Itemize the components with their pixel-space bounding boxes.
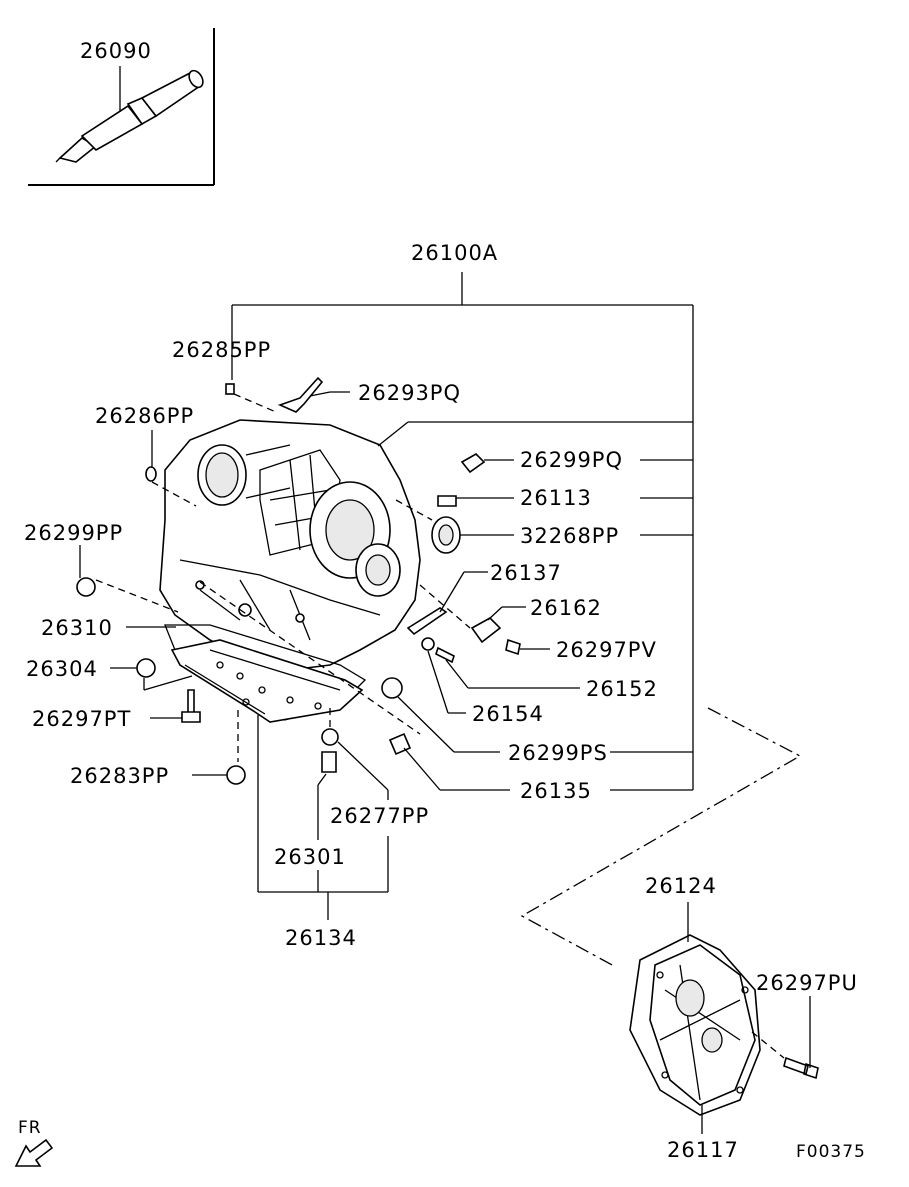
seal-26304 [136,658,156,678]
clip-26113 [437,495,457,507]
label-26283PP: 26283PP [70,764,169,788]
oring-26286PP [145,466,157,482]
alignment-lines [95,393,802,1059]
label-26299PP: 26299PP [24,521,123,545]
pin-26152 [435,646,455,664]
label-26124: 26124 [645,874,717,898]
sealant-tube-drawing [55,69,204,163]
bolt-26297PT [181,689,201,723]
label-26297PT: 26297PT [32,707,131,731]
inset-frame [28,28,215,186]
small-parts [76,376,521,785]
side-cover-drawing [629,934,819,1116]
transmission-case-drawing [159,419,421,671]
plug-26283PP [226,765,246,785]
oil-pan-drawing [164,624,367,723]
label-26299PQ: 26299PQ [520,448,623,472]
plug-26299PS [381,677,403,699]
label-26310: 26310 [41,616,113,640]
plate-26162 [470,617,502,644]
diagram-id: F00375 [796,1142,866,1162]
bolt-26297PV [505,638,521,656]
washer-26277PP [321,728,339,746]
label-26152: 26152 [586,677,658,701]
label-26137: 26137 [490,561,562,585]
label-26299PS: 26299PS [508,741,608,765]
label-26134: 26134 [285,926,357,950]
label-32268PP: 32268PP [520,524,619,548]
label-26277PP: 26277PP [330,804,429,828]
bracket-26137 [406,607,448,636]
label-26285PP: 26285PP [172,338,271,362]
label-26100A: 26100A [411,241,498,265]
plug-26299PP [76,577,96,597]
labels: 26090 26100A 26285PP 26293PQ 26286PP 262… [18,39,866,1162]
front-direction-icon [14,1138,54,1167]
drain-26301 [321,751,337,773]
label-26286PP: 26286PP [95,404,194,428]
label-26293PQ: 26293PQ [358,381,461,405]
label-26135: 26135 [520,779,592,803]
label-26090: 26090 [80,39,152,63]
label-26297PV: 26297PV [556,638,657,662]
label-26304: 26304 [26,657,98,681]
label-26113: 26113 [520,486,592,510]
fr-label: FR [18,1118,42,1138]
leader-lines [79,272,811,1134]
bracket-26293PQ [277,376,324,413]
spring-26154 [421,637,435,651]
label-26117: 26117 [667,1138,739,1162]
bolt-26299PQ [460,453,486,474]
plug-26285PP [225,383,235,395]
label-26162: 26162 [530,596,602,620]
label-26154: 26154 [472,702,544,726]
label-26301: 26301 [274,845,346,869]
bolt-26297PU [783,1056,819,1080]
label-26297PU: 26297PU [756,971,858,995]
